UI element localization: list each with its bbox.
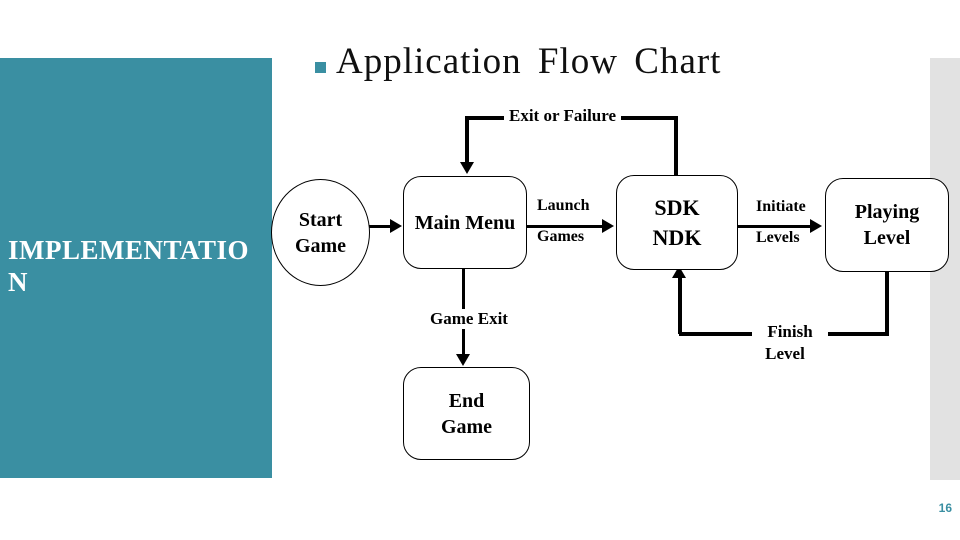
edge-main-to-sdk [525,225,603,228]
section-sidebar: IMPLEMENTATIO N [0,58,272,478]
edge-exit-down-to-main [465,116,469,164]
edge-finish-up-to-sdk [678,276,682,334]
node-label: NDK [652,224,702,250]
node-label: Start [298,208,343,231]
node-label: SDK [654,194,700,220]
bullet-square-icon [315,62,326,73]
arrowhead-down-icon [460,162,474,174]
node-label: Level [863,227,911,249]
label-games: Games [537,228,585,245]
arrowhead-right-icon [602,219,614,233]
label-game-exit: Game Exit [410,309,528,329]
node-sdk-ndk: SDK NDK [616,175,738,270]
section-title-line1: IMPLEMENTATIO [8,235,250,265]
node-end-game: End Game [403,367,530,460]
arrowhead-down-icon [456,354,470,366]
node-label: Game [294,234,347,257]
label-launch: Launch [537,197,590,214]
label-exit-or-failure: Exit or Failure [504,106,622,126]
node-label: Main Menu [414,211,516,234]
node-label: Game [440,415,493,438]
arrowhead-right-icon [390,219,402,233]
node-label: Playing [854,201,920,223]
label-levels: Levels [756,229,800,246]
node-main-menu: Main Menu [403,176,527,269]
edge-exit-up-from-sdk [674,116,678,177]
edge-start-to-main [368,225,394,228]
section-title-line2: N [8,267,28,297]
node-start-game: Start Game [271,179,370,286]
edge-sdk-to-playing [736,225,811,228]
arrowhead-right-icon [810,219,822,233]
section-title: IMPLEMENTATIO N [8,234,249,298]
label-level: Level [765,344,805,363]
edge-finish-down-from-playing [885,270,889,336]
label-finish: Finish [752,322,828,342]
page-number: 16 [938,501,952,515]
node-label: End [448,389,485,412]
slide-title: Application Flow Chart [336,41,722,82]
label-initiate: Initiate [756,198,806,215]
node-playing-level: Playing Level [825,178,949,272]
